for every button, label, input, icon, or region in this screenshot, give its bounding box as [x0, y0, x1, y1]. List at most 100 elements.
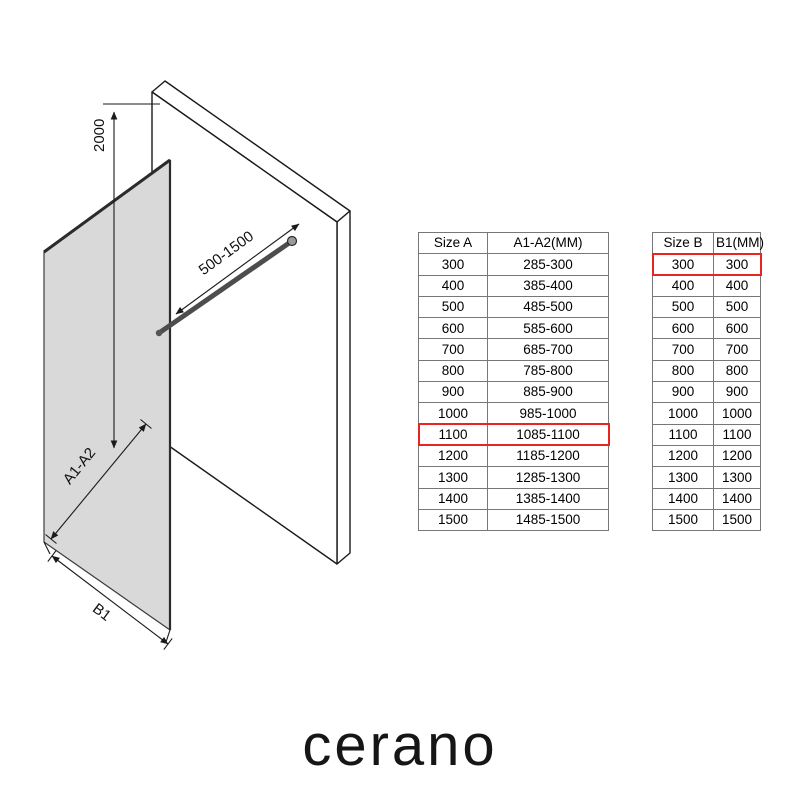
- height-dimension: [103, 103, 160, 449]
- table-cell: 900: [713, 381, 761, 404]
- table-cell: 1300: [713, 466, 761, 489]
- table-cell: 1285-1300: [487, 466, 609, 489]
- wall-panel: [151, 80, 351, 565]
- glass-width-label: B1: [89, 600, 114, 625]
- table-cell: 1400: [652, 487, 714, 510]
- table-cell: 1100: [652, 423, 714, 446]
- table-cell: 300: [713, 253, 761, 276]
- table-cell: 1500: [713, 508, 761, 532]
- table-cell: 785-800: [487, 359, 609, 383]
- table-cell: 500: [418, 295, 488, 319]
- table-cell: 300: [418, 253, 488, 276]
- table-cell: 1400: [418, 487, 488, 510]
- table-cell: 700: [713, 338, 761, 361]
- table-cell: 1200: [713, 444, 761, 468]
- wall-mount: [286, 235, 298, 247]
- table-cell: 1000: [652, 402, 714, 425]
- table-cell: 600: [652, 317, 714, 340]
- glass-panel: [43, 158, 172, 631]
- table-cell: 1400: [713, 487, 761, 510]
- table-cell: 700: [418, 338, 488, 361]
- table-cell: 1100: [713, 423, 761, 446]
- table-cell: 685-700: [487, 338, 609, 361]
- table-cell: 800: [713, 359, 761, 383]
- table-cell: 1000: [713, 402, 761, 425]
- table-cell: 300: [652, 253, 714, 276]
- table-cell: 400: [418, 274, 488, 297]
- table-cell: 985-1000: [487, 402, 609, 425]
- table-cell: 1500: [652, 508, 714, 532]
- wall-front-face: [151, 91, 338, 565]
- table-cell: 385-400: [487, 274, 609, 297]
- table-cell: 900: [418, 381, 488, 404]
- table-cell: 1500: [418, 508, 488, 532]
- table-cell: 500: [713, 295, 761, 319]
- table-cell: 585-600: [487, 317, 609, 340]
- table-cell: 1085-1100: [487, 423, 609, 446]
- table-cell: 1100: [418, 423, 488, 446]
- glass-width-dimension: [43, 541, 173, 650]
- table-cell: 500: [652, 295, 714, 319]
- table-cell: 1485-1500: [487, 508, 609, 532]
- table-cell: 1385-1400: [487, 487, 609, 510]
- table-cell: 1300: [418, 466, 488, 489]
- height-dimension-label: 2000: [91, 119, 108, 152]
- width-adjustment-dimension: [45, 419, 152, 544]
- column-header: Size A: [418, 231, 488, 255]
- installation-diagram: 2000 500-1500 A1-A2 B1: [43, 80, 351, 650]
- table-cell: 485-500: [487, 295, 609, 319]
- wall-side-face: [336, 210, 351, 565]
- bar-length-dimension: [175, 223, 300, 315]
- column-header: Size B: [652, 231, 714, 255]
- brand-logo: cerano: [302, 713, 498, 778]
- table-cell: 1300: [652, 466, 714, 489]
- table-cell: 285-300: [487, 253, 609, 276]
- table-cell: 600: [418, 317, 488, 340]
- table-cell: 400: [652, 274, 714, 297]
- glass-mount: [155, 329, 163, 337]
- table-cell: 1200: [418, 444, 488, 468]
- column-header: A1-A2(MM): [487, 231, 609, 255]
- table-cell: 885-900: [487, 381, 609, 404]
- table-cell: 600: [713, 317, 761, 340]
- column-header: B1(MM): [713, 231, 764, 255]
- table-cell: 800: [418, 359, 488, 383]
- table-cell: 800: [652, 359, 714, 383]
- table-cell: 700: [652, 338, 714, 361]
- table-cell: 900: [652, 381, 714, 404]
- glass-top-profile: [43, 158, 171, 254]
- table-cell: 1185-1200: [487, 444, 609, 468]
- table-cell: 1000: [418, 402, 488, 425]
- table-cell: 400: [713, 274, 761, 297]
